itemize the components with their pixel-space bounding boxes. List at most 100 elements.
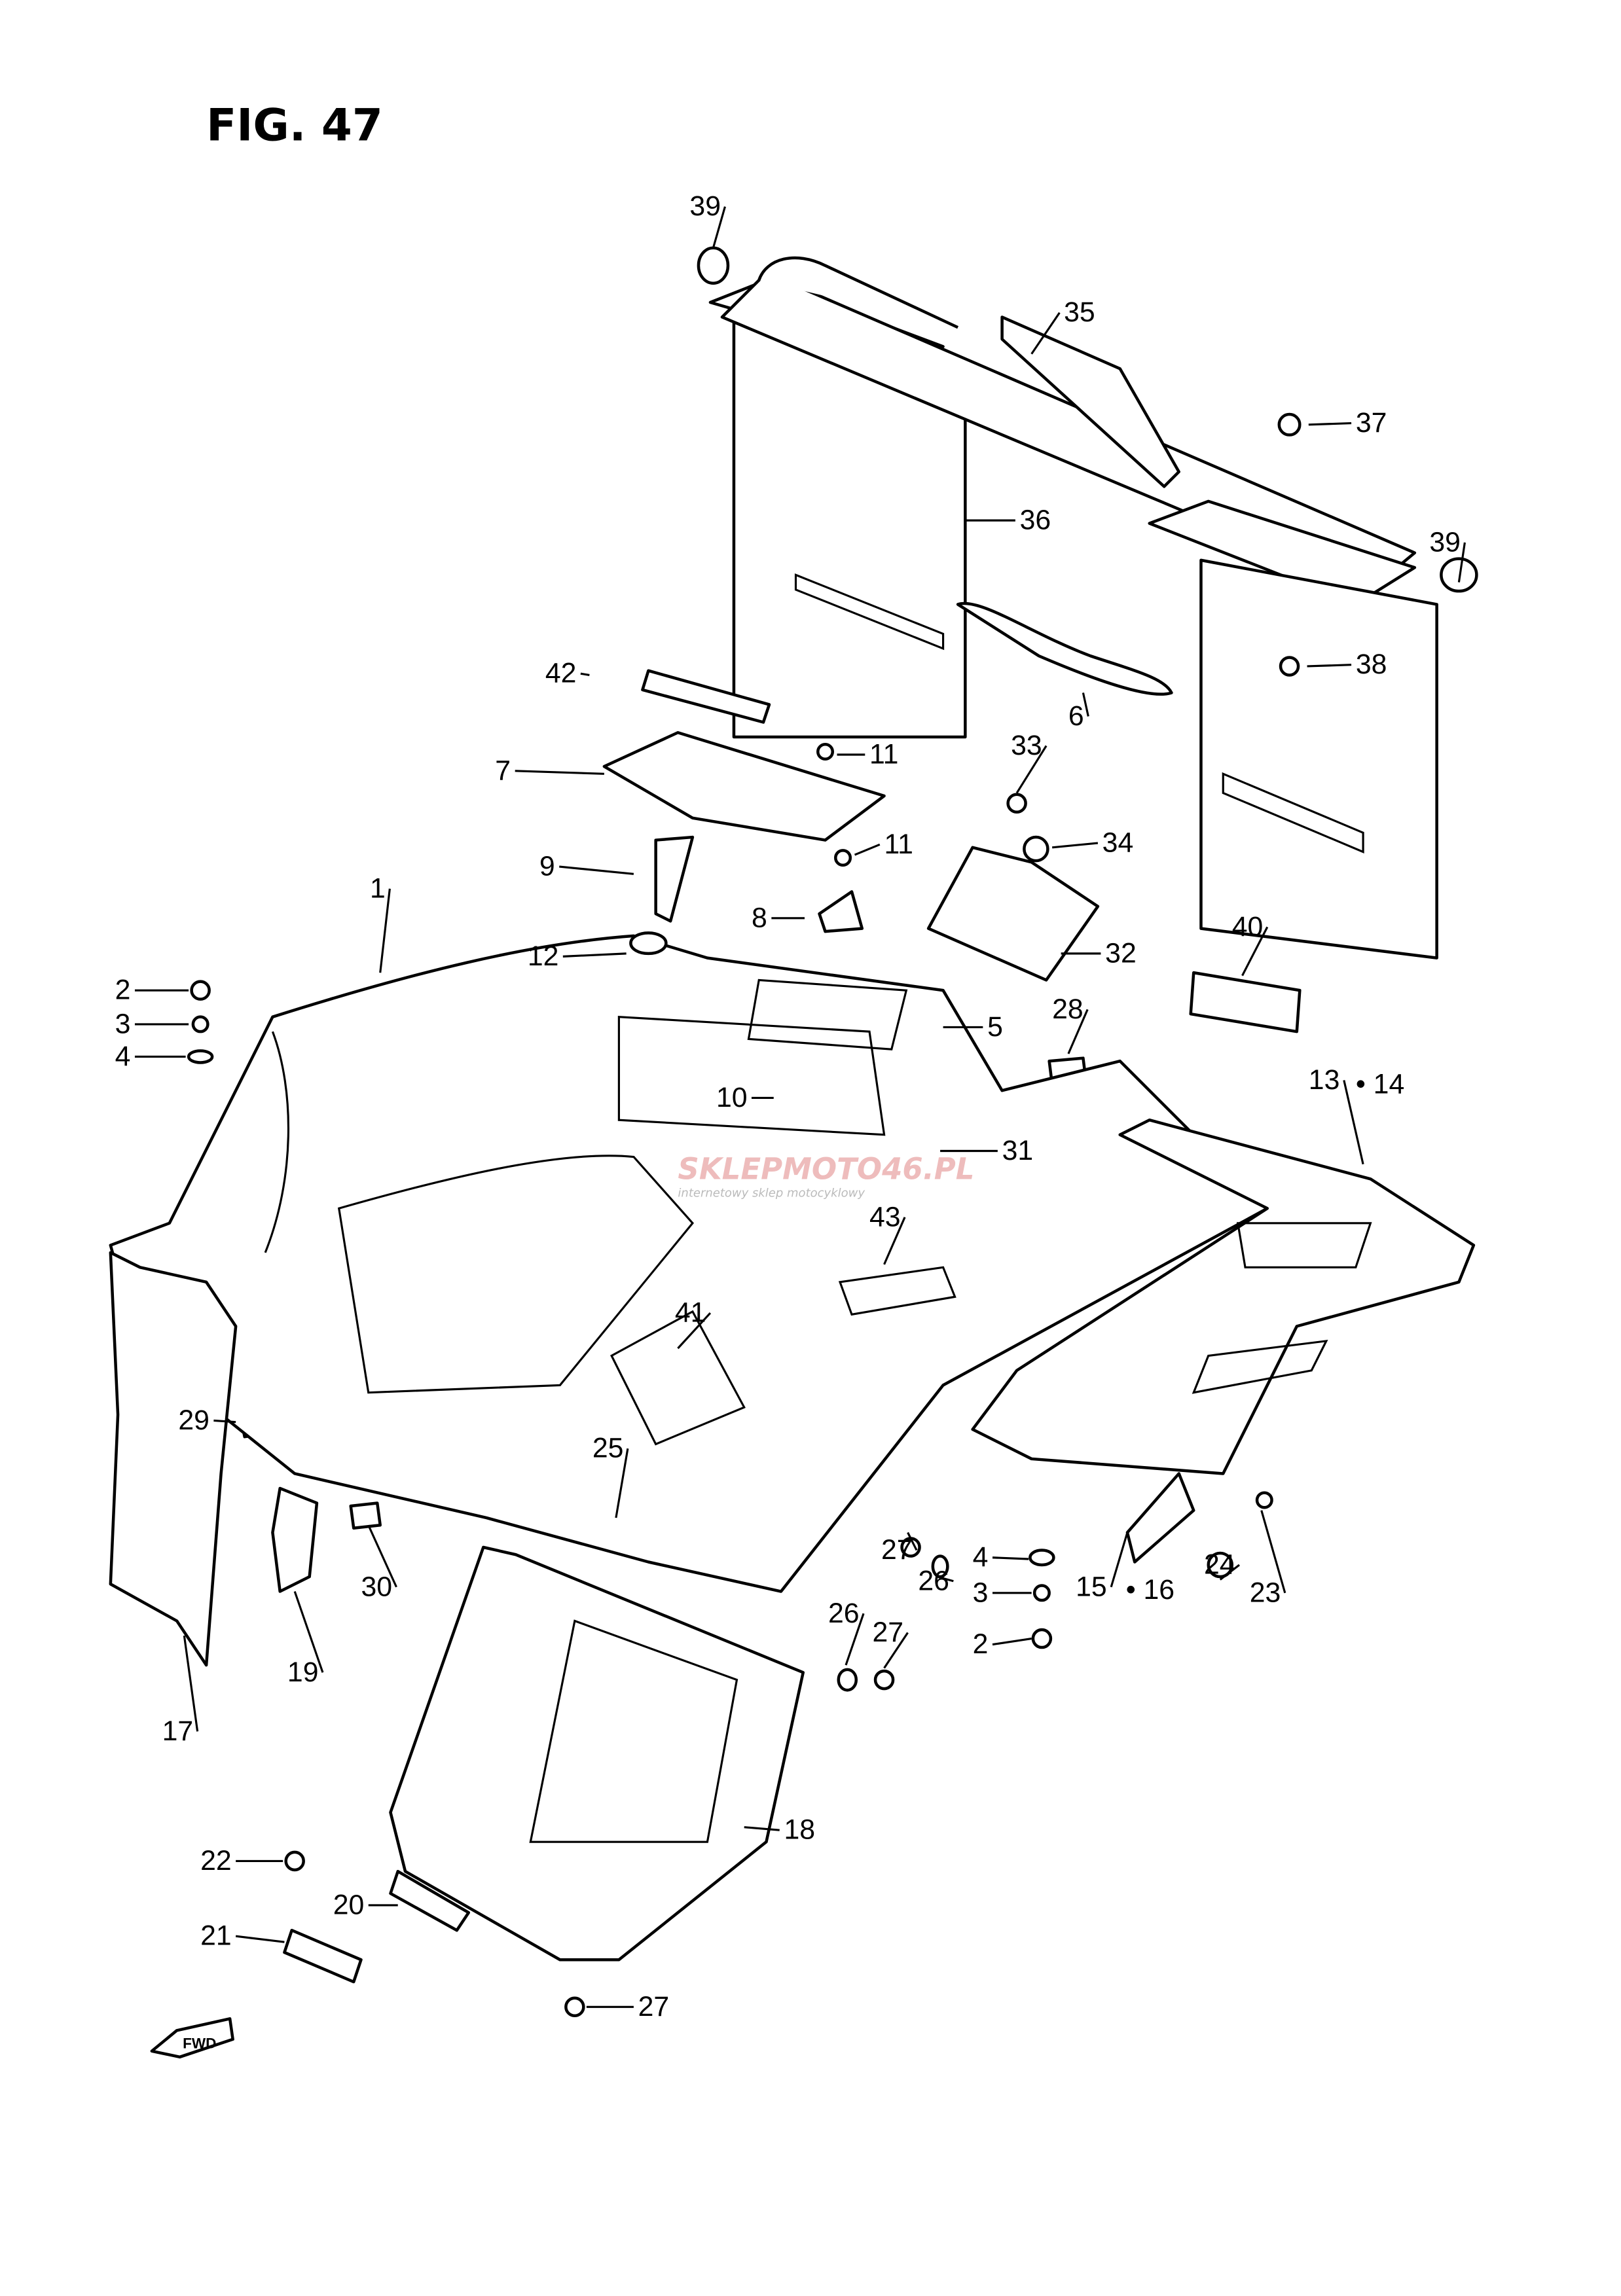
callout-28: 28 [1052, 994, 1089, 1054]
label-43 [838, 1266, 956, 1316]
callout-41: 41 [675, 1297, 712, 1350]
plate-20 [389, 1869, 471, 1932]
callout-number: 17 [162, 1715, 194, 1747]
grommet-12 [629, 931, 668, 956]
callout-number: 12 [528, 941, 559, 972]
mud-flap-right [1199, 558, 1438, 960]
callout-number: 4 [973, 1541, 989, 1573]
callout-number: • 14 [1356, 1069, 1404, 1100]
callout-number: 33 [1011, 730, 1042, 761]
bolt-2-left [190, 980, 211, 1001]
callout-number: 35 [1064, 296, 1095, 328]
callout-22: 22 [200, 1845, 283, 1876]
washer-4-right [1029, 1549, 1055, 1567]
callout-6: 6 [1068, 692, 1089, 732]
label-42 [641, 669, 771, 724]
callout-number: 3 [973, 1577, 989, 1608]
callout-30: 30 [361, 1524, 397, 1602]
callout-4: 4 [973, 1541, 1029, 1573]
leader-line [744, 1826, 780, 1831]
label-40 [1189, 971, 1302, 1033]
callout-10: 10 [716, 1082, 774, 1113]
plate-21 [283, 1928, 363, 1984]
leader-line [379, 888, 391, 973]
leader-line [883, 1632, 909, 1669]
emblem-6 [956, 601, 1173, 696]
callout-number: 15 [1076, 1571, 1107, 1602]
callout-number: 27 [638, 1991, 670, 2022]
panel-17 [109, 1251, 238, 1667]
callout-29: 29 [178, 1405, 236, 1436]
leader-line [580, 672, 590, 677]
callout-32: 32 [1061, 937, 1137, 969]
cap-39-right [1440, 557, 1478, 593]
callout-14: • 14 [1356, 1069, 1404, 1100]
callout-34: 34 [1051, 827, 1133, 859]
callout-number: 27 [881, 1534, 913, 1566]
washer-3-left [191, 1015, 209, 1033]
leader-line [235, 1935, 285, 1943]
callout-11: 11 [837, 739, 898, 770]
figure-title: FIG. 47 [206, 99, 383, 151]
callout-number: 42 [545, 658, 577, 689]
callout-37: 37 [1308, 407, 1387, 439]
pad-30 [349, 1501, 382, 1530]
callout-number: 2 [973, 1628, 989, 1660]
bolt-37 [1277, 412, 1302, 437]
callout-number: 31 [1002, 1135, 1034, 1166]
callout-13: 13 [1309, 1064, 1364, 1165]
callout-number: 3 [115, 1008, 131, 1039]
screw-22 [284, 1850, 305, 1872]
leader-line [1308, 422, 1352, 426]
screw-11a [816, 743, 835, 761]
callout-number: 19 [287, 1657, 319, 1688]
callout-2: 2 [115, 975, 189, 1006]
callout-38: 38 [1307, 649, 1387, 680]
callout-25: 25 [592, 1433, 629, 1518]
nut-27b [873, 1669, 895, 1691]
callout-16: • 16 [1126, 1574, 1175, 1605]
emblem-5 [747, 978, 908, 1050]
leader-line [677, 1312, 712, 1350]
leader-line [1343, 1080, 1364, 1165]
callout-9: 9 [539, 851, 634, 882]
callout-1: 1 [370, 872, 391, 973]
callout-40: 40 [1232, 911, 1269, 977]
callout-4: 4 [115, 1041, 186, 1072]
callout-23: 23 [1250, 1510, 1286, 1608]
side-panels [109, 1251, 319, 1667]
leader-line [183, 1635, 199, 1732]
rear-fender-1 [109, 931, 1269, 1593]
leader-line [992, 1637, 1032, 1646]
carrier-bracket [1000, 315, 1180, 488]
callout-11: 11 [854, 829, 913, 860]
callout-number: 28 [1052, 994, 1084, 1025]
cap-39-top [697, 246, 730, 285]
bracket-8 [818, 890, 864, 933]
callout-number: 36 [1020, 505, 1051, 536]
callout-number: 23 [1250, 1577, 1281, 1608]
leader-line [845, 1613, 865, 1666]
leader-line [1457, 542, 1466, 583]
callout-number: 11 [869, 739, 898, 770]
callout-number: 37 [1356, 407, 1387, 439]
bolt-34 [1023, 835, 1049, 863]
leader-line [213, 1419, 236, 1424]
callout-number: 13 [1309, 1064, 1340, 1096]
leader-line [1051, 842, 1099, 849]
screw-11b [834, 849, 852, 867]
callout-12: 12 [528, 941, 627, 972]
callout-number: 4 [115, 1041, 131, 1072]
callout-35: 35 [1030, 296, 1095, 355]
callout-39: 39 [689, 190, 726, 249]
callout-3: 3 [115, 1008, 189, 1039]
callout-number: 18 [784, 1814, 815, 1846]
callout-39: 39 [1429, 526, 1466, 583]
callout-21: 21 [200, 1920, 285, 1952]
cover-7 [602, 730, 886, 842]
callout-number: 5 [987, 1011, 1003, 1043]
mount-32 [926, 846, 1100, 982]
washer-26b [837, 1668, 858, 1692]
washer-4-left [187, 1049, 214, 1064]
